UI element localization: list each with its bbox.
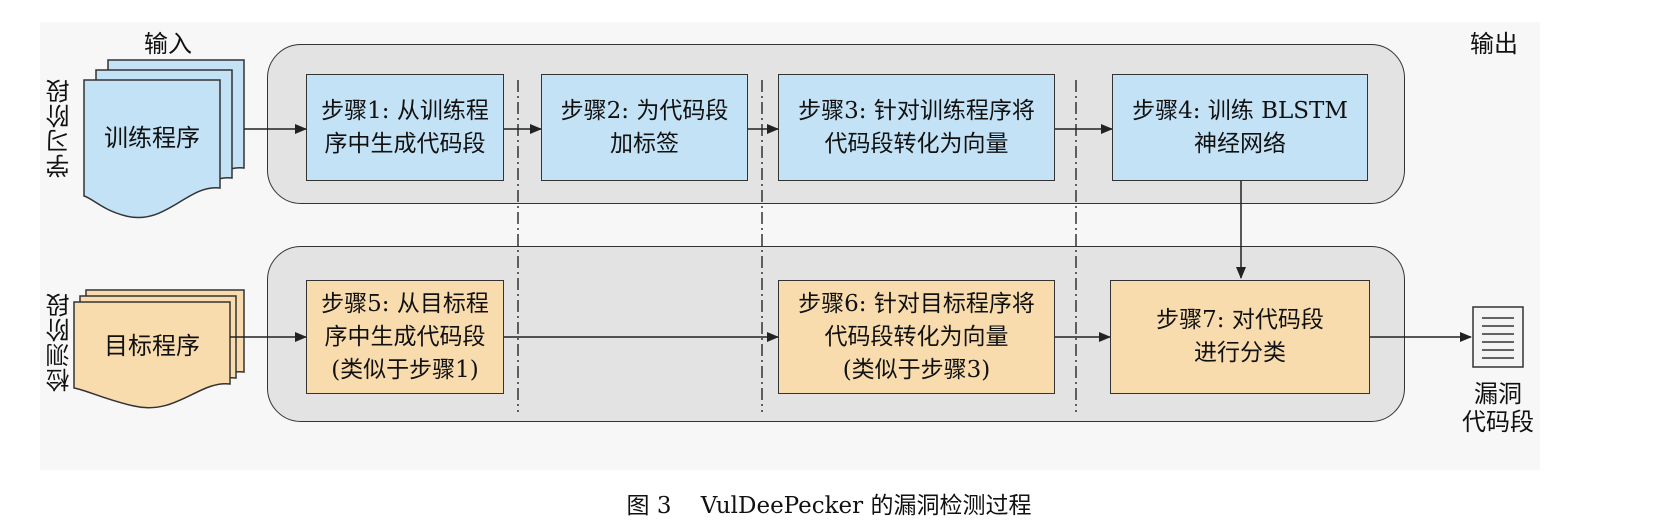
- step-7-line-1: 步骤7: 对代码段: [1156, 307, 1324, 333]
- vulnerable-gadgets-line-2: 代码段: [1462, 408, 1534, 436]
- step-6-line-3: (类似于步骤3): [842, 356, 991, 383]
- output-label: 输出: [1470, 30, 1518, 58]
- vulnerable-gadgets-line-1: 漏洞: [1474, 380, 1522, 408]
- phase-dividers: [517, 80, 1077, 412]
- step-4-line-2: 神经网络: [1194, 130, 1286, 157]
- step-1-box: 步骤1: 从训练程 序中生成代码段: [306, 74, 504, 181]
- vulnerable-gadgets-label: 漏洞 代码段: [1450, 380, 1546, 436]
- step-7-box: 步骤7: 对代码段 进行分类: [1110, 280, 1370, 394]
- step-2-box: 步骤2: 为代码段 加标签: [541, 74, 748, 181]
- step-3-box: 步骤3: 针对训练程序将 代码段转化为向量: [778, 74, 1055, 181]
- input-label: 输入: [144, 30, 192, 58]
- step-1-line-1: 步骤1: 从训练程: [321, 97, 489, 124]
- step-5-line-1: 步骤5: 从目标程: [321, 290, 489, 317]
- target-programs-document-icon: [73, 289, 245, 409]
- step-7-line-2: 进行分类: [1194, 340, 1286, 366]
- step-2-line-2: 加标签: [610, 130, 679, 157]
- training-programs-label: 训练程序: [104, 124, 200, 152]
- output-document-icon: [1472, 306, 1524, 368]
- step-4-line-1: 步骤4: 训练 BLSTM: [1132, 97, 1348, 124]
- step-6-box: 步骤6: 针对目标程序将 代码段转化为向量 (类似于步骤3): [778, 280, 1055, 394]
- step-3-line-1: 步骤3: 针对训练程序将: [798, 97, 1035, 124]
- figure-caption: 图 3 VulDeePecker 的漏洞检测过程: [626, 493, 1032, 519]
- target-programs-label: 目标程序: [104, 332, 200, 360]
- step-6-line-2: 代码段转化为向量: [824, 323, 1009, 350]
- step-5-line-2: 序中生成代码段: [324, 323, 486, 350]
- step-3-line-2: 代码段转化为向量: [824, 130, 1009, 157]
- step-6-line-1: 步骤6: 针对目标程序将: [798, 290, 1035, 317]
- step-2-line-1: 步骤2: 为代码段: [560, 97, 729, 124]
- step-1-line-2: 序中生成代码段: [324, 130, 486, 157]
- training-programs-document-icon: [83, 59, 245, 219]
- step-5-line-3: (类似于步骤1): [331, 356, 479, 383]
- step-4-box: 步骤4: 训练 BLSTM 神经网络: [1112, 74, 1368, 181]
- step-5-box: 步骤5: 从目标程 序中生成代码段 (类似于步骤1): [306, 280, 504, 394]
